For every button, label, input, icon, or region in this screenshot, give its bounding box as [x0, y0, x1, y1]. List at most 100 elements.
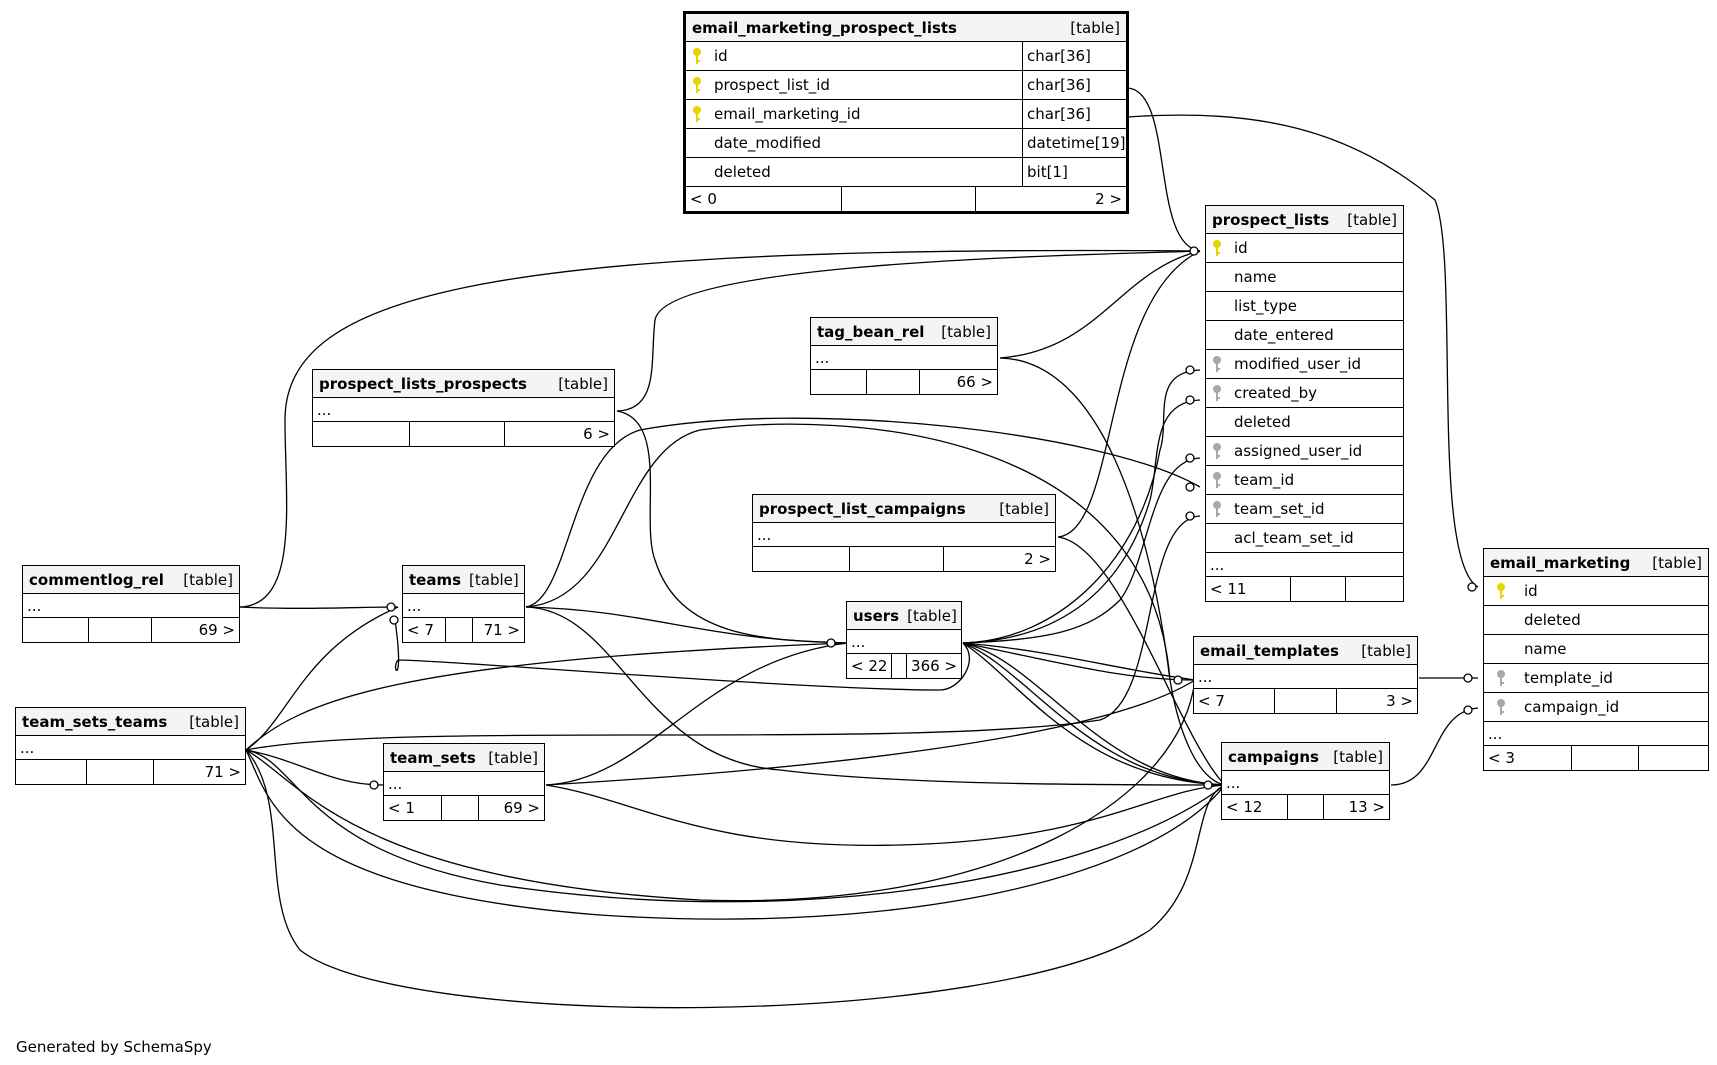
edge-empl-email-marketing — [1126, 114, 1479, 588]
table-email-templates[interactable]: email_templates [table] ... < 7 3 > — [1193, 636, 1418, 714]
footer-middle — [1571, 746, 1639, 770]
column-name: date_modified — [714, 134, 821, 152]
table-email-marketing[interactable]: email_marketing [table] id deleted name … — [1483, 548, 1709, 771]
table-tag-bean-rel[interactable]: tag_bean_rel [table] ... 66 > — [810, 317, 998, 395]
children-count[interactable]: 69 > — [198, 621, 235, 639]
children-count[interactable] — [1639, 746, 1708, 770]
parents-count[interactable] — [313, 422, 409, 446]
edge-end-marker — [1185, 395, 1195, 405]
column-row[interactable]: deleted — [1206, 408, 1403, 437]
parents-count[interactable]: < 22 — [851, 657, 888, 675]
column-row[interactable]: modified_user_id — [1206, 350, 1403, 379]
table-footer: 69 > — [23, 618, 239, 642]
column-row[interactable]: template_id — [1484, 664, 1708, 693]
children-count[interactable]: 71 > — [204, 763, 241, 781]
column-row[interactable]: deleted — [1484, 606, 1708, 635]
table-team-sets-teams[interactable]: team_sets_teams [table] ... 71 > — [15, 707, 246, 785]
table-footer: < 7 3 > — [1194, 689, 1417, 713]
edge-tst-teams — [245, 606, 399, 751]
column-row[interactable]: team_set_id — [1206, 495, 1403, 524]
children-count[interactable]: 69 > — [503, 799, 540, 817]
table-users[interactable]: users [table] ... < 22 366 > — [846, 601, 962, 679]
table-type: [table] — [941, 322, 991, 341]
edge-end-marker — [1203, 780, 1213, 790]
column-row[interactable]: acl_team_set_id — [1206, 524, 1403, 553]
edge-tst-email-templates — [245, 679, 1196, 902]
edge-teams-users — [525, 606, 849, 644]
table-header: campaigns [table] — [1222, 743, 1389, 771]
edge-end-marker — [1463, 705, 1473, 715]
children-count[interactable]: 366 > — [911, 657, 957, 675]
column-row[interactable]: date_modified datetime[19] — [686, 129, 1126, 158]
edge-tst-users — [245, 642, 849, 751]
table-teams[interactable]: teams [table] ... < 7 71 > — [402, 565, 525, 643]
table-prospect-list-campaigns[interactable]: prospect_list_campaigns [table] ... 2 > — [752, 494, 1056, 572]
table-campaigns[interactable]: campaigns [table] ... < 12 13 > — [1221, 742, 1390, 820]
table-type: [table] — [999, 499, 1049, 518]
column-row[interactable]: name — [1206, 263, 1403, 292]
edge-commentlog-prospect-lists — [239, 249, 1201, 608]
foreign-key-icon — [1212, 355, 1234, 373]
edge-end-marker — [1185, 511, 1195, 521]
table-name: tag_bean_rel — [817, 322, 925, 341]
edge-pl-team-set-id — [245, 515, 1201, 751]
table-footer: 66 > — [811, 370, 997, 394]
children-count[interactable]: 2 > — [1024, 550, 1051, 568]
edge-tst-team-sets — [245, 749, 384, 786]
column-row[interactable]: name — [1484, 635, 1708, 664]
children-count[interactable]: 71 > — [483, 621, 520, 639]
footer-middle — [1287, 795, 1324, 819]
column-row[interactable]: created_by — [1206, 379, 1403, 408]
parents-count[interactable] — [16, 760, 86, 784]
edge-end-marker — [369, 780, 379, 790]
column-name: template_id — [1524, 669, 1613, 687]
column-row[interactable]: email_marketing_id char[36] — [686, 100, 1126, 129]
column-row[interactable]: date_entered — [1206, 321, 1403, 350]
parents-count[interactable] — [753, 547, 849, 571]
parents-count[interactable]: < 11 — [1210, 580, 1247, 598]
table-commentlog-rel[interactable]: commentlog_rel [table] ... 69 > — [22, 565, 240, 643]
column-row[interactable]: id — [1206, 234, 1403, 263]
edge-tagbean-prospect-lists — [999, 250, 1201, 359]
edge-users-email-templates-2 — [962, 642, 1196, 681]
table-prospect-lists-prospects[interactable]: prospect_lists_prospects [table] ... 6 > — [312, 369, 615, 447]
parents-count[interactable]: < 3 — [1488, 749, 1515, 767]
children-count[interactable]: 3 > — [1386, 692, 1413, 710]
edge-tagbean-campaigns — [999, 357, 1226, 786]
parents-count[interactable] — [811, 370, 866, 394]
column-row[interactable]: deleted bit[1] — [686, 158, 1126, 187]
table-name: commentlog_rel — [29, 570, 164, 589]
parents-count[interactable]: < 12 — [1226, 798, 1263, 816]
column-name: campaign_id — [1524, 698, 1620, 716]
parents-count[interactable]: < 7 — [1198, 692, 1225, 710]
column-name: id — [1234, 239, 1248, 257]
parents-count[interactable] — [23, 618, 88, 642]
children-count[interactable]: 13 > — [1348, 798, 1385, 816]
parents-count[interactable]: < 0 — [690, 190, 717, 208]
parents-count[interactable]: < 7 — [407, 621, 434, 639]
table-team-sets[interactable]: team_sets [table] ... < 1 69 > — [383, 743, 545, 821]
column-row[interactable]: list_type — [1206, 292, 1403, 321]
column-row[interactable]: prospect_list_id char[36] — [686, 71, 1126, 100]
edge-plc-prospect-lists — [1057, 250, 1201, 538]
table-email-marketing-prospect-lists[interactable]: email_marketing_prospect_lists [table] i… — [683, 11, 1129, 214]
parents-count[interactable]: < 1 — [388, 799, 415, 817]
more-columns: ... — [1222, 771, 1389, 795]
foreign-key-icon — [1212, 471, 1234, 489]
column-row[interactable]: team_id — [1206, 466, 1403, 495]
children-count[interactable]: 2 > — [1095, 190, 1122, 208]
table-prospect-lists[interactable]: prospect_lists [table] id name list_type… — [1205, 205, 1404, 602]
column-row[interactable]: id char[36] — [686, 42, 1126, 71]
column-row[interactable]: assigned_user_id — [1206, 437, 1403, 466]
children-count[interactable] — [1346, 577, 1403, 601]
table-name: prospect_lists — [1212, 210, 1330, 229]
foreign-key-icon — [1496, 698, 1524, 716]
column-row[interactable]: id — [1484, 577, 1708, 606]
more-columns: ... — [16, 736, 245, 760]
children-count[interactable]: 6 > — [583, 425, 610, 443]
table-footer: < 12 13 > — [1222, 795, 1389, 819]
table-header: commentlog_rel [table] — [23, 566, 239, 594]
table-header: teams [table] — [403, 566, 524, 594]
children-count[interactable]: 66 > — [956, 373, 993, 391]
column-row[interactable]: campaign_id — [1484, 693, 1708, 722]
